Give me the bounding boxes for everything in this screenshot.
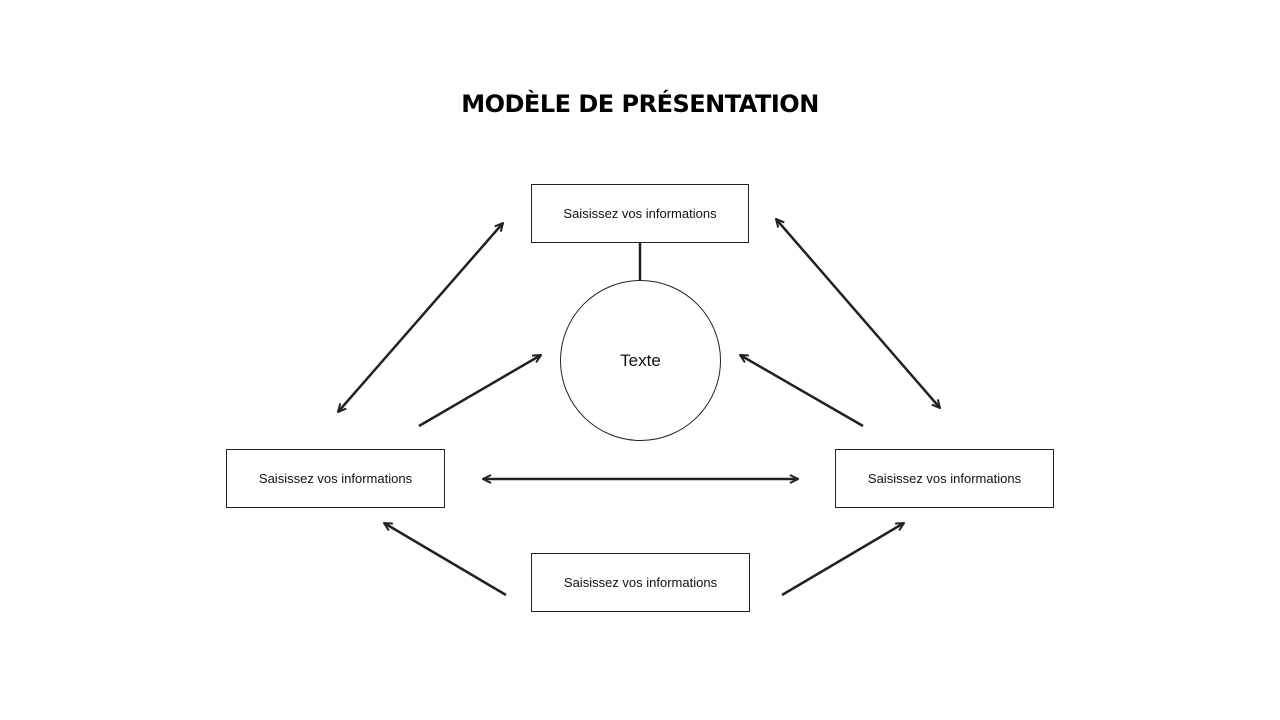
info-box-right: Saisissez vos informations: [835, 449, 1054, 508]
arrow-top-left: [338, 223, 503, 412]
center-circle: Texte: [560, 280, 721, 441]
info-box-top: Saisissez vos informations: [531, 184, 749, 243]
info-box-bottom-label: Saisissez vos informations: [563, 575, 718, 590]
info-box-left: Saisissez vos informations: [226, 449, 445, 508]
arrow-bottom-to-left: [384, 523, 507, 597]
page-title: MODÈLE DE PRÉSENTATION: [461, 90, 819, 118]
center-label: Texte: [620, 350, 661, 370]
arrow-right-to-center: [740, 355, 864, 428]
arrow-top-right: [776, 219, 940, 408]
arrow-bottom-to-right: [781, 523, 904, 597]
arrow-left-to-center: [418, 355, 541, 428]
info-box-left-label: Saisissez vos informations: [258, 471, 413, 486]
info-box-top-label: Saisissez vos informations: [563, 206, 717, 221]
info-box-right-label: Saisissez vos informations: [867, 471, 1022, 486]
info-box-bottom: Saisissez vos informations: [531, 553, 750, 612]
